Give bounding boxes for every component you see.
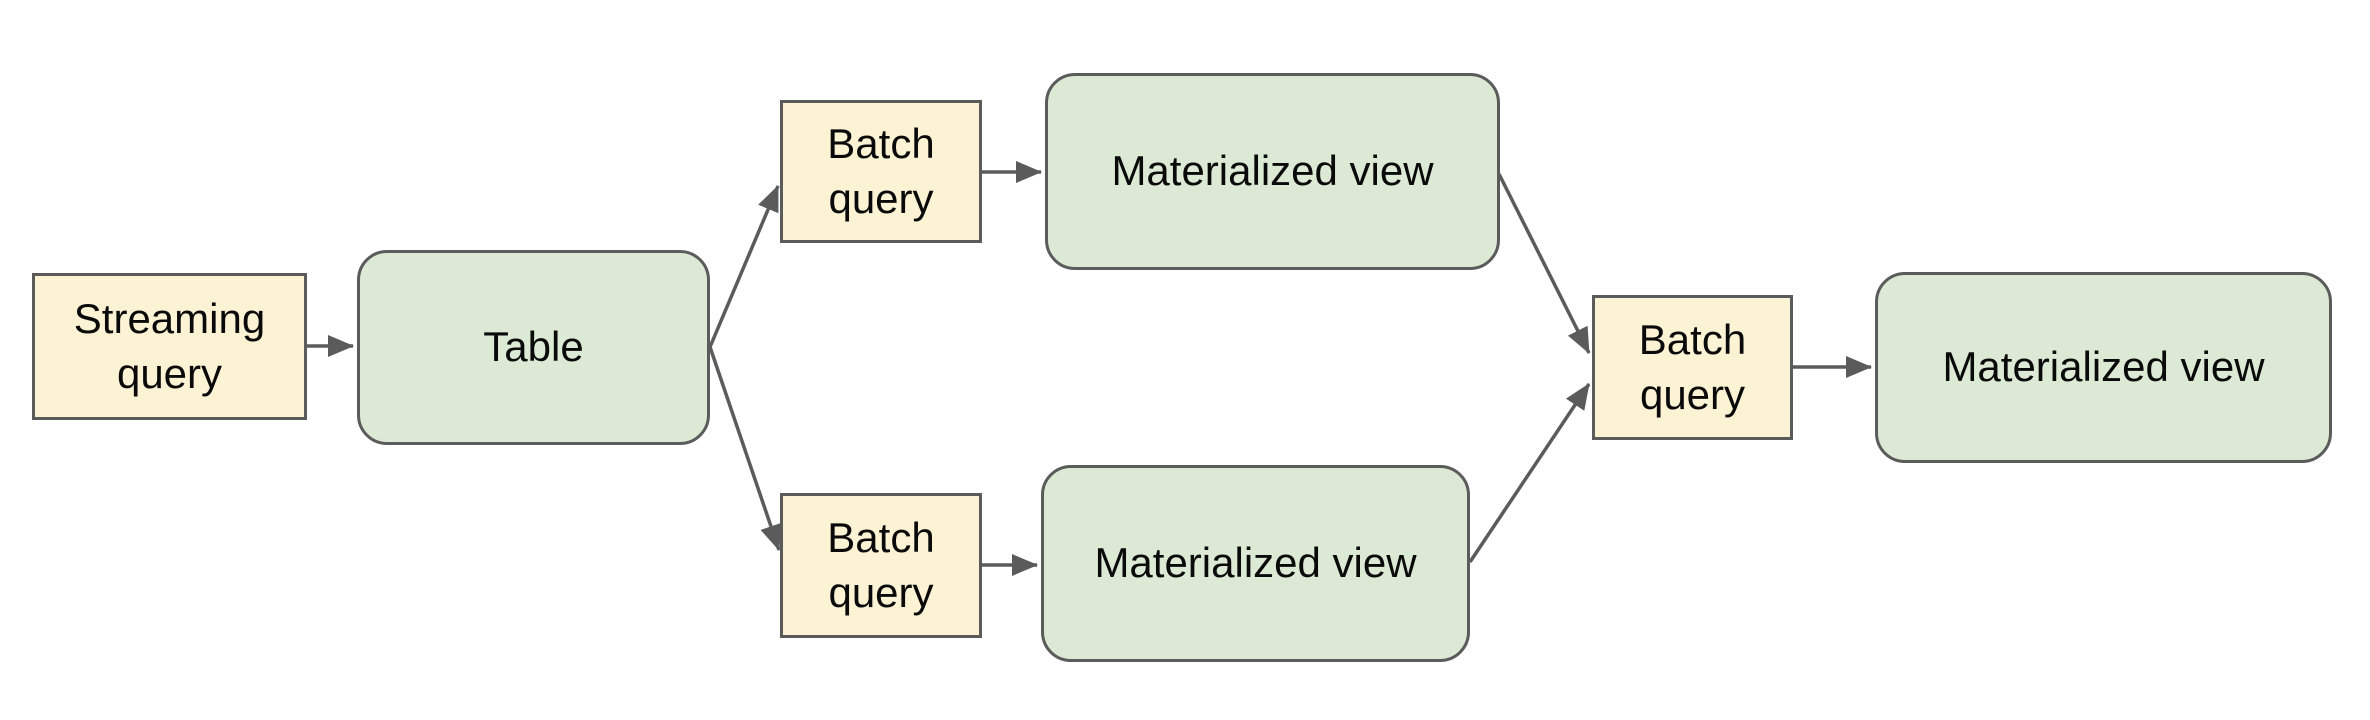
node-label: Table (483, 323, 584, 371)
node-materialized-view-right: Materialized view (1875, 272, 2332, 463)
node-streaming-query: Streaming query (32, 273, 307, 420)
node-batch-query-top: Batch query (780, 100, 982, 243)
node-label: Streaming query (73, 294, 266, 397)
node-label: Materialized view (1942, 343, 2265, 391)
arrow-table-to-batch-query-top (708, 185, 780, 348)
node-table: Table (357, 250, 710, 445)
node-label: Batch query (827, 119, 935, 222)
node-label: Materialized view (1111, 147, 1434, 195)
arrow-materialized-view-bottom-to-batch-query-right (1468, 383, 1591, 563)
arrow-table-to-batch-query-bottom (708, 346, 782, 551)
arrow-materialized-view-top-to-batch-query-right (1497, 173, 1591, 354)
node-label: Batch query (827, 513, 935, 616)
node-label: Batch query (1638, 315, 1747, 418)
node-batch-query-bottom: Batch query (780, 493, 982, 638)
node-materialized-view-top: Materialized view (1045, 73, 1500, 270)
node-label: Materialized view (1094, 539, 1417, 587)
node-batch-query-right: Batch query (1592, 295, 1793, 440)
node-materialized-view-bottom: Materialized view (1041, 465, 1470, 662)
